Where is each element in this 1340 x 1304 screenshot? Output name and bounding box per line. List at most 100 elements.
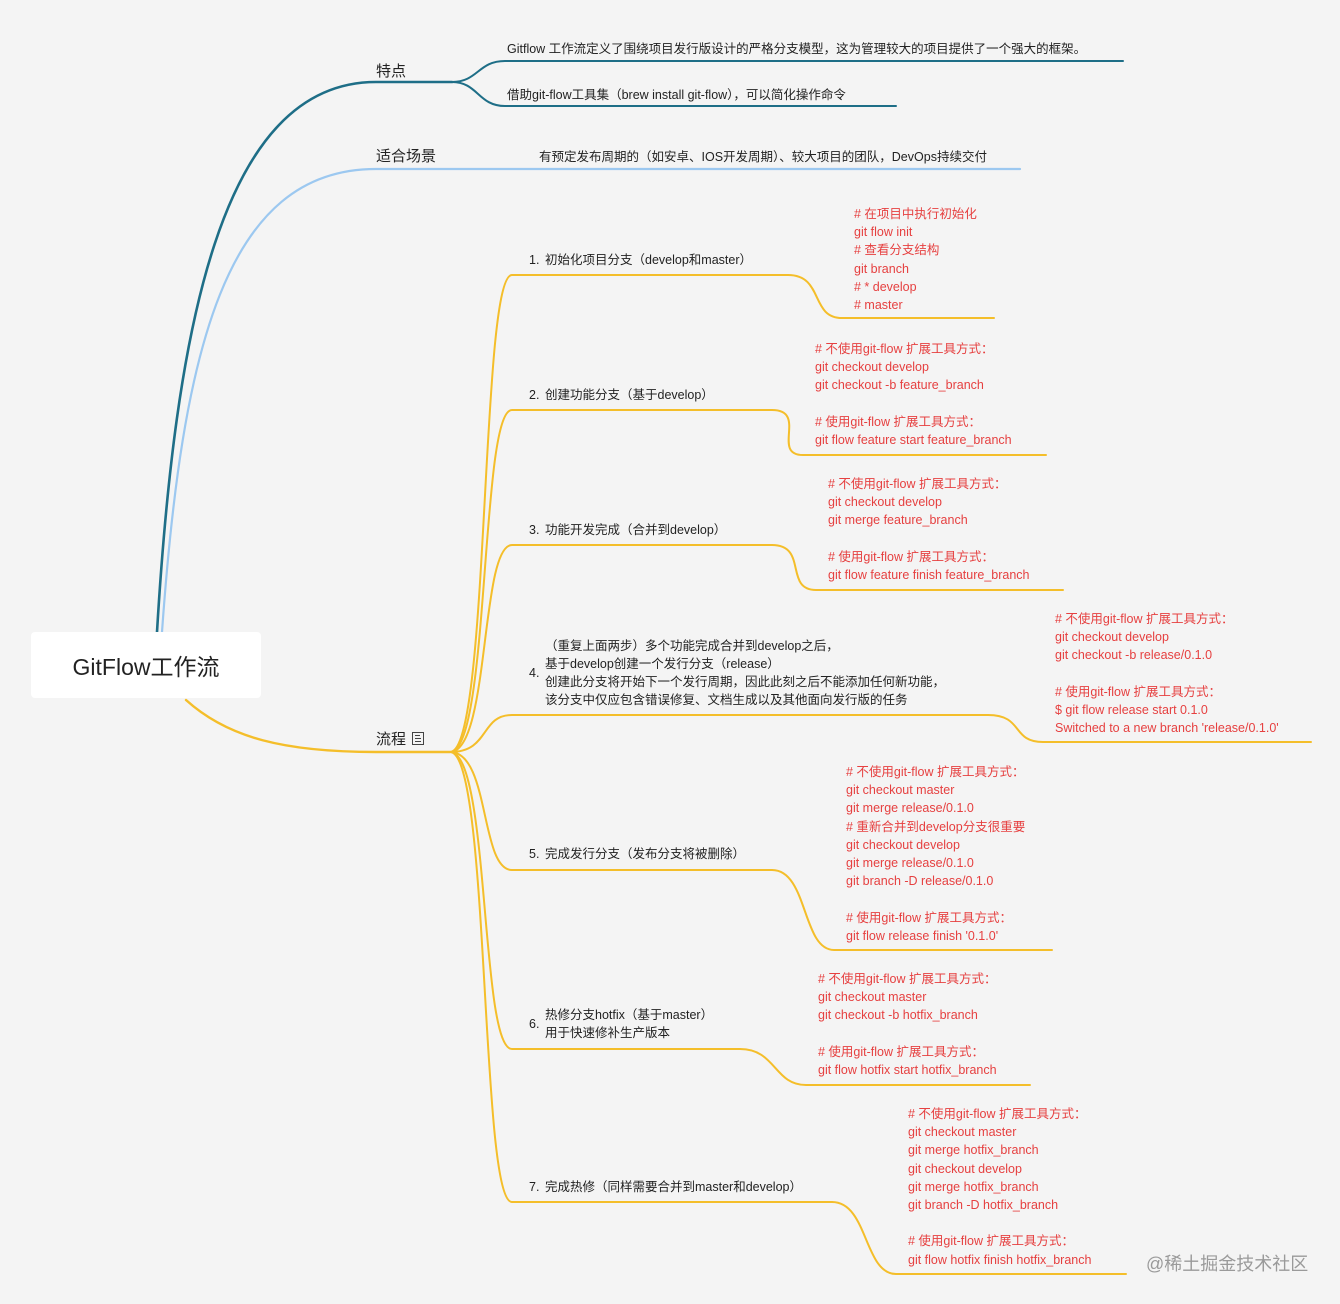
process-step-5-code: # 不使用git-flow 扩展工具方式：git checkout master… — [846, 763, 1025, 945]
branch-process-label: 流程 — [376, 731, 407, 748]
connector-step-5 — [449, 751, 773, 871]
root-node[interactable]: GitFlow工作流 — [31, 632, 261, 698]
branch-features[interactable]: 特点 — [376, 60, 406, 81]
code-line: git checkout master — [818, 990, 927, 1005]
process-step-number: 3. — [529, 523, 540, 537]
process-step-3-code: # 不使用git-flow 扩展工具方式： git checkout develo… — [828, 475, 1030, 584]
connector-step-3-code — [771, 544, 1064, 591]
connector-scenario — [160, 167, 1022, 634]
features-item-2: 借助git-flow工具集（brew install git-flow），可以简… — [507, 88, 846, 102]
code-line: git checkout master — [908, 1125, 1017, 1140]
process-step-line: 热修分支hotfix（基于master） — [545, 1008, 714, 1022]
code-line: git branch -D release/0.1.0 — [846, 874, 994, 889]
code-line: git merge release/0.1.0 — [846, 855, 974, 870]
process-step-number: 5. — [529, 847, 540, 861]
process-step-number: 7. — [529, 1180, 540, 1194]
code-line: # 使用git-flow 扩展工具方式： — [818, 1044, 984, 1059]
code-line: git branch — [854, 261, 909, 276]
code-line: # 不使用git-flow 扩展工具方式： — [1055, 612, 1234, 626]
process-step-line: 用于快速修补生产版本 — [545, 1026, 671, 1040]
process-step-line: 功能开发完成（合并到develop） — [545, 523, 727, 537]
code-line — [815, 395, 1012, 413]
code-line: # 不使用git-flow 扩展工具方式： — [815, 342, 994, 356]
code-line: # 使用git-flow 扩展工具方式： — [828, 549, 994, 564]
connector-step-6-code — [739, 1048, 1031, 1086]
code-line: $ git flow release start 0.1.0 — [1055, 702, 1208, 717]
watermark: @稀土掘金技术社区 — [1146, 1254, 1309, 1274]
code-line: # 查看分支结构 — [854, 243, 940, 258]
code-line: # 使用git-flow 扩展工具方式： — [908, 1234, 1074, 1249]
process-step-number: 6. — [529, 1017, 540, 1031]
features-item-1: Gitflow 工作流定义了围绕项目发行版设计的严格分支模型，这为管理较大的项目… — [507, 42, 1087, 56]
code-line — [828, 530, 1030, 548]
process-step-3[interactable]: 3. 功能开发完成（合并到develop） — [529, 521, 969, 539]
process-step-2[interactable]: 2. 创建功能分支（基于develop） — [529, 386, 969, 404]
connector-step-1-code — [787, 274, 995, 319]
code-line: git flow hotfix finish hotfix_branch — [908, 1252, 1092, 1267]
code-line: # * develop — [854, 279, 917, 294]
connector-features — [155, 80, 454, 634]
root-node-label: GitFlow工作流 — [72, 654, 220, 680]
note-icon[interactable] — [412, 732, 425, 745]
branch-scenario-label: 适合场景 — [376, 148, 437, 165]
process-step-2-code: # 不使用git-flow 扩展工具方式： git checkout develo… — [815, 340, 1012, 449]
branch-scenario[interactable]: 适合场景 — [376, 145, 436, 166]
process-step-5[interactable]: 5. 完成发行分支（发布分支将被删除） — [529, 845, 969, 863]
connector-step-2 — [449, 409, 773, 753]
connector-step-4 — [449, 714, 989, 753]
code-line: git merge feature_branch — [828, 513, 968, 528]
code-line — [908, 1214, 1091, 1232]
connector-step-7-code — [831, 1201, 1127, 1275]
branch-process[interactable]: 流程 — [376, 728, 425, 749]
code-line: git flow feature finish feature_branch — [828, 567, 1030, 582]
code-line: # 不使用git-flow 扩展工具方式： — [908, 1107, 1087, 1121]
code-line: git checkout -b hotfix_branch — [818, 1008, 978, 1023]
code-line: git flow feature start feature_branch — [815, 432, 1012, 447]
process-step-7[interactable]: 7. 完成热修（同样需要合并到master和develop） — [529, 1178, 969, 1196]
connector-step-2-code — [771, 409, 1047, 456]
code-line: # 在项目中执行初始化 — [854, 207, 977, 221]
process-step-line: 基于develop创建一个发行分支（release） — [545, 657, 780, 671]
code-line: git flow init — [854, 225, 913, 240]
code-line: git checkout develop — [908, 1161, 1022, 1176]
code-line: git checkout -b feature_branch — [815, 378, 984, 393]
process-step-4[interactable]: 4. （重复上面两步）多个功能完成合并到develop之后， 基于develop创建… — [529, 637, 969, 709]
code-line: git merge release/0.1.0 — [846, 801, 974, 816]
process-step-6[interactable]: 6. 热修分支hotfix（基于master） 用于快速修补生产版本 — [529, 1006, 969, 1042]
process-step-line: 初始化项目分支（develop和master） — [545, 253, 752, 267]
code-line: git checkout -b release/0.1.0 — [1055, 648, 1213, 663]
code-line: # 重新合并到develop分支很重要 — [846, 819, 1026, 834]
code-line: # 不使用git-flow 扩展工具方式： — [846, 765, 1025, 779]
process-step-text: 热修分支hotfix（基于master） 用于快速修补生产版本 — [545, 1006, 713, 1042]
process-step-7-code: # 不使用git-flow 扩展工具方式： git checkout master… — [908, 1105, 1091, 1269]
connector-step-6 — [449, 751, 741, 1050]
process-step-6-code: # 不使用git-flow 扩展工具方式： git checkout master… — [818, 970, 997, 1079]
process-step-text: （重复上面两步）多个功能完成合并到develop之后， 基于develop创建一个… — [545, 637, 945, 709]
process-step-line: 完成热修（同样需要合并到master和develop） — [545, 1180, 802, 1194]
code-line: git branch -D hotfix_branch — [908, 1197, 1059, 1212]
connector-step-7 — [449, 751, 833, 1203]
code-line: git checkout develop — [828, 495, 942, 510]
process-step-line: （重复上面两步）多个功能完成合并到develop之后， — [545, 639, 839, 653]
process-step-1[interactable]: 1. 初始化项目分支（develop和master） — [529, 251, 969, 269]
code-line: git checkout develop — [1055, 630, 1169, 645]
code-line — [818, 1025, 997, 1043]
branch-features-label: 特点 — [376, 63, 407, 80]
process-step-number: 4. — [529, 666, 540, 680]
connector-features-item-1 — [451, 60, 1124, 83]
process-step-text: 创建功能分支（基于develop） — [545, 386, 714, 404]
code-line: # 不使用git-flow 扩展工具方式： — [818, 972, 997, 986]
code-line: # 使用git-flow 扩展工具方式： — [1055, 684, 1221, 699]
process-step-text: 完成发行分支（发布分支将被删除） — [545, 845, 745, 863]
code-line: git checkout develop — [815, 360, 929, 375]
process-step-number: 1. — [529, 253, 540, 267]
code-line: # 使用git-flow 扩展工具方式： — [815, 414, 981, 429]
process-step-number: 2. — [529, 388, 540, 402]
code-line: git flow release finish '0.1.0' — [846, 928, 999, 943]
process-step-line: 创建功能分支（基于develop） — [545, 388, 714, 402]
code-line: Switched to a new branch 'release/0.1.0' — [1055, 721, 1279, 736]
process-step-line: 完成发行分支（发布分支将被删除） — [545, 847, 746, 861]
code-line: # 不使用git-flow 扩展工具方式： — [828, 477, 1007, 491]
